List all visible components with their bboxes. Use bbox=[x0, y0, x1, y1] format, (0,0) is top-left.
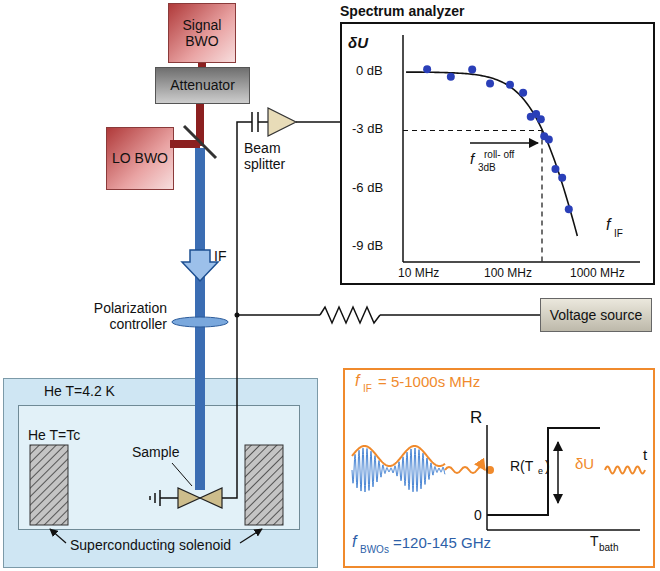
lo-beam bbox=[170, 140, 200, 148]
axis-label: δU bbox=[348, 34, 368, 51]
data-point bbox=[545, 136, 553, 144]
node-text: He T=Tc bbox=[28, 427, 80, 443]
node-text: He T=4.2 K bbox=[44, 383, 115, 399]
dashed-guide bbox=[541, 131, 542, 263]
resistor-symbol bbox=[320, 307, 380, 323]
response-curve bbox=[406, 72, 577, 236]
node-text: IF bbox=[363, 383, 372, 395]
node-text: bath bbox=[599, 542, 618, 554]
box-label: Attenuator bbox=[167, 77, 238, 93]
tick-label: 0 dB bbox=[356, 64, 383, 79]
voltage-source-box: Voltage source bbox=[540, 298, 652, 332]
node-text: = 5-1000s MHz bbox=[378, 373, 480, 390]
wire bbox=[237, 314, 320, 316]
data-point bbox=[551, 165, 559, 173]
axis-label: f bbox=[606, 216, 610, 234]
data-point bbox=[519, 89, 527, 97]
node-text: e bbox=[538, 466, 543, 476]
if-arrow bbox=[182, 250, 218, 281]
part-label: Polarization controller bbox=[45, 300, 167, 332]
wave-illustration bbox=[352, 446, 445, 492]
solenoid-coil bbox=[245, 445, 283, 525]
data-point bbox=[423, 65, 431, 73]
leader-line bbox=[240, 529, 262, 543]
chart-axis bbox=[402, 35, 404, 262]
leader-line bbox=[50, 529, 66, 543]
source-box: LO BWO bbox=[106, 127, 174, 190]
source-box: Signal BWO bbox=[168, 3, 236, 63]
attenuator-box: Attenuator bbox=[155, 67, 250, 104]
part-label: Superconducting solenoid bbox=[70, 537, 231, 553]
data-point bbox=[558, 174, 566, 182]
data-point bbox=[447, 73, 455, 81]
data-point bbox=[537, 115, 545, 123]
carrier-wave bbox=[352, 448, 445, 492]
leader-line bbox=[172, 463, 192, 486]
box-label: Signal BWO bbox=[169, 17, 235, 49]
annotation: 3dB bbox=[478, 162, 496, 174]
tick-label: -6 dB bbox=[352, 181, 383, 196]
rolloff-arrow bbox=[470, 142, 538, 144]
du-oscillation bbox=[605, 467, 645, 474]
node-text: 0 bbox=[474, 507, 482, 523]
tick-label: -3 dB bbox=[352, 122, 383, 137]
amplifier-symbol bbox=[268, 108, 296, 136]
wire bbox=[380, 314, 540, 316]
node-text: T bbox=[590, 533, 599, 549]
tick-label: 100 MHz bbox=[484, 267, 532, 281]
node-text: f bbox=[355, 372, 359, 390]
solenoid-coil bbox=[30, 445, 68, 525]
node-text: R bbox=[470, 408, 482, 428]
node-text: Spectrum analyzer bbox=[340, 3, 465, 19]
data-point bbox=[468, 65, 476, 73]
chart-axis bbox=[403, 261, 640, 263]
node-text: ) bbox=[545, 458, 550, 474]
annotation: roll- off bbox=[484, 149, 514, 161]
box-label: Voltage source bbox=[547, 307, 646, 323]
node-text: δU bbox=[575, 455, 594, 472]
wire bbox=[222, 122, 252, 498]
node-text: =120-145 GHz bbox=[393, 534, 491, 551]
sample-bowtie bbox=[200, 488, 222, 508]
signal-label: IF bbox=[214, 248, 226, 264]
inset-axis bbox=[487, 529, 640, 531]
tick-label: -9 dB bbox=[352, 239, 383, 254]
ground-symbol bbox=[150, 490, 178, 506]
beam-connector bbox=[198, 63, 206, 67]
node-text: f bbox=[352, 533, 356, 551]
dashed-guide bbox=[403, 130, 542, 131]
wire bbox=[296, 121, 340, 123]
part-label: Sample bbox=[132, 444, 179, 460]
wavy-arrow bbox=[445, 467, 485, 473]
double-arrow bbox=[557, 442, 559, 503]
chart-data bbox=[406, 65, 577, 236]
annotation: f bbox=[470, 150, 474, 167]
node-text: R(T bbox=[510, 458, 533, 474]
data-point bbox=[486, 79, 494, 87]
capacitor-symbol bbox=[252, 112, 268, 132]
polarization-controller bbox=[172, 317, 228, 327]
box-label: LO BWO bbox=[109, 150, 171, 166]
envelope-wave bbox=[352, 446, 445, 466]
resistance-step bbox=[487, 428, 600, 515]
node-text: t bbox=[643, 446, 647, 463]
axis-label: IF bbox=[614, 228, 623, 240]
tick-label: 10 MHz bbox=[398, 267, 439, 281]
node-text: BWOs bbox=[360, 544, 389, 556]
sample-bowtie bbox=[178, 488, 200, 508]
part-label: Beam splitter bbox=[244, 140, 302, 172]
data-point bbox=[506, 81, 514, 89]
tick-label: 1000 MHz bbox=[570, 267, 625, 281]
beam-splitter bbox=[184, 126, 216, 158]
data-point bbox=[565, 205, 573, 213]
